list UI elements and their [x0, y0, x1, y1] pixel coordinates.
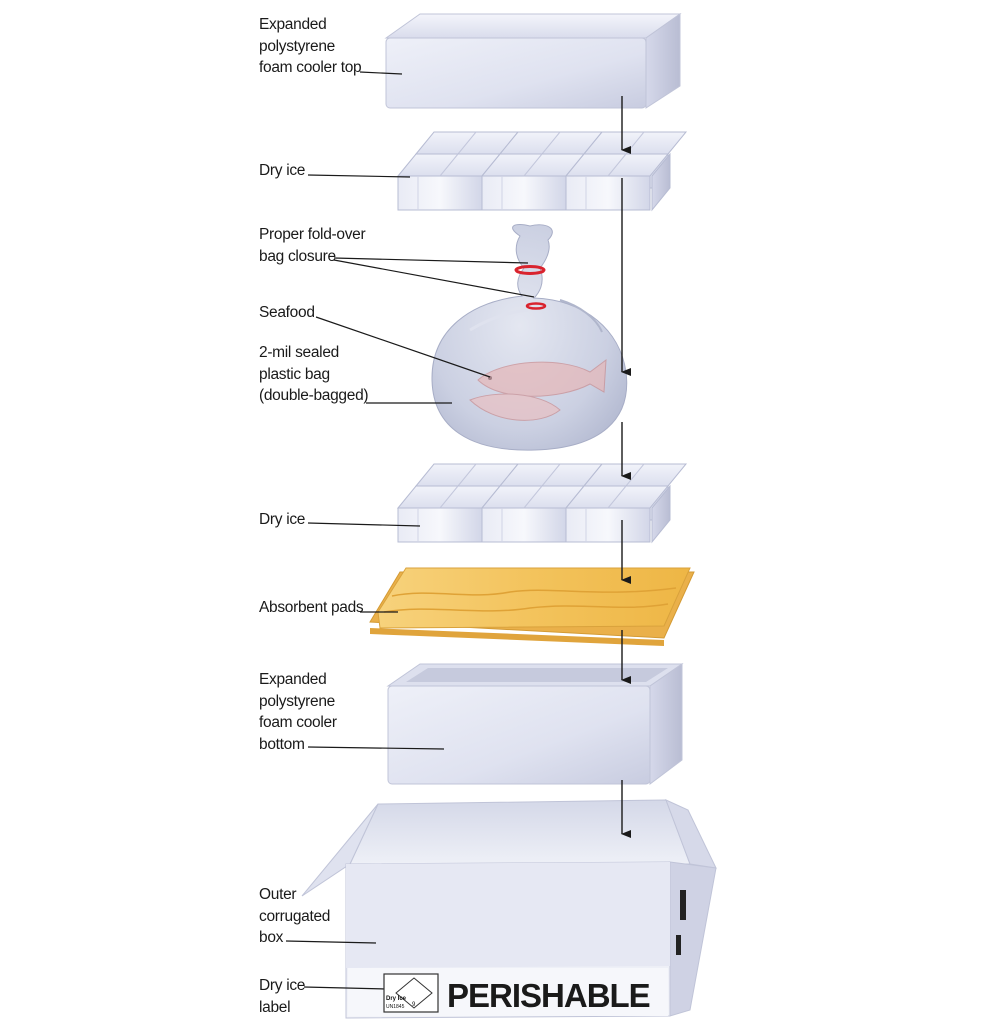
label-dry-ice-1: Dry ice — [259, 162, 306, 179]
seafood-illustration — [469, 358, 607, 421]
leader-cooler-top — [359, 71, 403, 75]
leader-dry-ice-label — [303, 986, 387, 990]
dry-ice-label-sticker: Dry Ice UN1845 9 — [383, 973, 439, 1013]
leader-bag-closure-a — [333, 257, 529, 264]
label-absorbent-pads: Absorbent pads — [259, 599, 364, 616]
dry-ice-block — [564, 153, 670, 211]
sticker-line2: UN1845 — [386, 1004, 405, 1010]
leader-dry-ice-2 — [307, 522, 421, 527]
plastic-bag-illustration — [431, 223, 628, 451]
sticker-line1: Dry Ice — [386, 996, 407, 1002]
absorbent-pads-illustration — [369, 567, 695, 646]
cooler-top-illustration — [384, 13, 682, 109]
label-dry-ice-2: Dry ice — [259, 511, 306, 528]
leader-dry-ice-1 — [307, 174, 411, 178]
sticker-class: 9 — [412, 1002, 416, 1008]
dry-ice-block — [564, 485, 670, 543]
dry-ice-blocks-bottom — [396, 463, 688, 544]
leader-lines — [285, 71, 535, 990]
label-seafood: Seafood — [259, 304, 315, 321]
cooler-bottom-illustration — [386, 663, 684, 785]
leader-cooler-bottom — [307, 746, 445, 750]
dry-ice-block — [396, 485, 502, 543]
perishable-text: PERISHABLE — [447, 977, 650, 1014]
dry-ice-blocks-top — [396, 131, 688, 212]
leader-seafood — [315, 316, 491, 378]
leader-bag-closure-b — [333, 259, 535, 298]
dry-ice-block — [396, 153, 502, 211]
dry-ice-block — [480, 485, 586, 543]
leader-outer-box — [285, 940, 377, 944]
